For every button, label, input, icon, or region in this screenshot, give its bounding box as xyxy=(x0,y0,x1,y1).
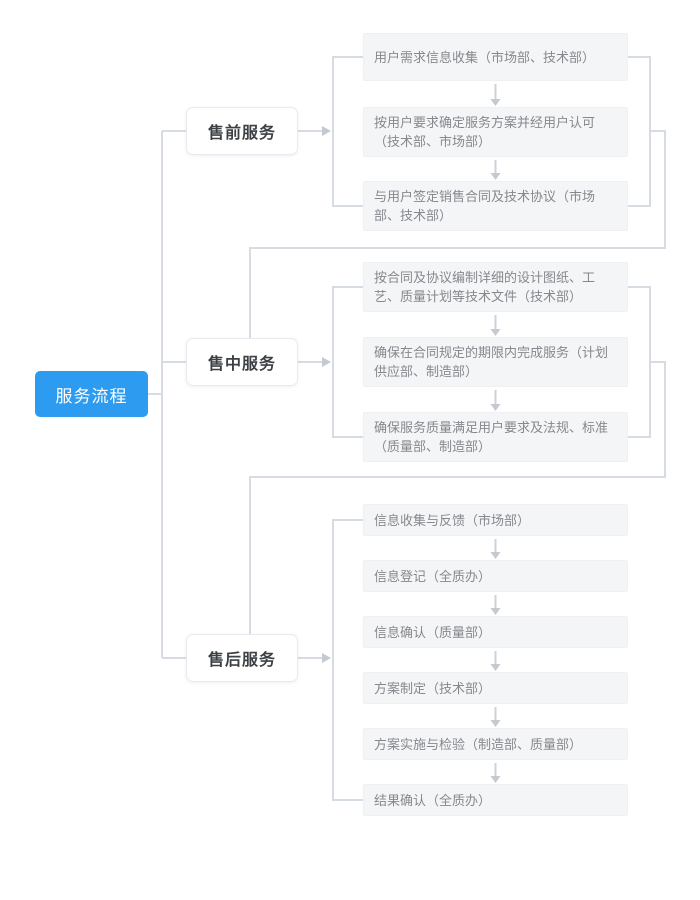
root-node-service-process: 服务流程 xyxy=(35,371,148,417)
arrow-down-icon xyxy=(490,173,501,180)
step-midsale-3: 确保服务质量满足用户要求及法规、标准（质量部、制造部） xyxy=(363,412,628,462)
section-node-midsale: 售中服务 xyxy=(186,338,298,386)
step-aftersale-5: 方案实施与检验（制造部、质量部） xyxy=(363,728,628,760)
section-arrows xyxy=(298,126,331,663)
section-exit-lines xyxy=(249,130,666,634)
root-connector xyxy=(148,130,186,659)
step-presale-1: 用户需求信息收集（市场部、技术部） xyxy=(363,33,628,81)
step-midsale-2: 确保在合同规定的期限内完成服务（计划供应部、制造部） xyxy=(363,337,628,387)
arrow-down-icon xyxy=(490,776,501,783)
step-aftersale-1: 信息收集与反馈（市场部） xyxy=(363,504,628,536)
step-aftersale-4: 方案制定（技术部） xyxy=(363,672,628,704)
arrow-down-icon xyxy=(490,608,501,615)
step-aftersale-2: 信息登记（全质办） xyxy=(363,560,628,592)
section-left-brackets xyxy=(332,56,363,801)
arrow-down-icon xyxy=(490,99,501,106)
step-midsale-1: 按合同及协议编制详细的设计图纸、工艺、质量计划等技术文件（技术部） xyxy=(363,262,628,312)
arrow-right-icon xyxy=(322,126,331,136)
arrow-right-icon xyxy=(322,653,331,663)
arrow-down-icon xyxy=(490,404,501,411)
arrow-right-icon xyxy=(322,357,331,367)
arrow-down-icon xyxy=(490,329,501,336)
section-node-presale: 售前服务 xyxy=(186,107,298,155)
arrow-down-icon xyxy=(490,552,501,559)
arrow-down-icon xyxy=(490,720,501,727)
step-presale-2: 按用户要求确定服务方案并经用户认可（技术部、市场部） xyxy=(363,107,628,157)
step-down-arrows xyxy=(490,84,501,783)
step-presale-3: 与用户签定销售合同及技术协议（市场部、技术部） xyxy=(363,181,628,231)
section-node-aftersale: 售后服务 xyxy=(186,634,298,682)
step-aftersale-6: 结果确认（全质办） xyxy=(363,784,628,816)
step-aftersale-3: 信息确认（质量部） xyxy=(363,616,628,648)
arrow-down-icon xyxy=(490,664,501,671)
